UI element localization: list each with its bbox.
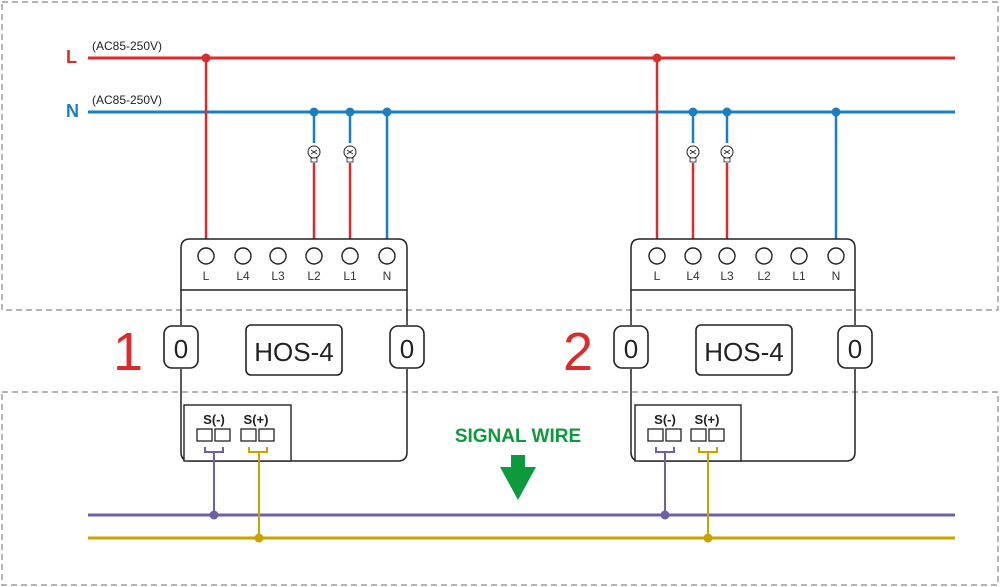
terminal-L2 (305, 247, 323, 265)
signal-pos-label: S(+) (244, 412, 269, 427)
junction-dot (382, 107, 392, 117)
junction-dot (831, 107, 841, 117)
junction-dot (254, 533, 264, 543)
module-housing (630, 238, 856, 291)
terminal-L4 (684, 247, 702, 265)
junction-dot (345, 107, 355, 117)
terminal-label: L (654, 269, 661, 283)
module-number: 2 (563, 322, 593, 382)
terminal-L3 (718, 247, 736, 265)
terminal-label: L (203, 269, 210, 283)
signal-terminal (196, 428, 213, 442)
knob-left (613, 325, 649, 369)
signal-neg-wire (204, 447, 224, 515)
junction-dot (688, 107, 698, 117)
housing-bottom (630, 451, 856, 462)
power-zone-border (1, 1, 999, 311)
neutral-line-label: N (66, 101, 79, 121)
junction-dot (660, 510, 670, 520)
terminal-L1 (341, 247, 359, 265)
signal-pos-wire (248, 447, 268, 538)
light-bulb-icon (307, 145, 321, 163)
terminal-L (648, 247, 666, 265)
model-label: HOS-4 (704, 337, 783, 367)
terminal-L3 (269, 247, 287, 265)
terminal-label: L4 (686, 269, 700, 283)
terminal-label: L3 (271, 269, 285, 283)
down-arrow-icon (500, 455, 536, 500)
neutral-voltage-label: (AC85-250V) (92, 93, 162, 107)
junction-dot (209, 510, 219, 520)
terminal-label: L2 (307, 269, 321, 283)
module-housing (180, 238, 408, 291)
signal-pos-label: S(+) (695, 412, 720, 427)
knob-left-label: 0 (624, 334, 638, 364)
signal-terminal (258, 428, 275, 442)
terminal-L2 (755, 247, 773, 265)
signal-zone-border (1, 391, 999, 586)
model-label: HOS-4 (254, 337, 333, 367)
signal-terminal (690, 428, 707, 442)
signal-terminal (708, 428, 725, 442)
terminal-label: L3 (720, 269, 734, 283)
terminal-label: L1 (792, 269, 806, 283)
terminal-L1 (790, 247, 808, 265)
junction-dot (652, 53, 662, 63)
terminal-N (378, 247, 396, 265)
terminal-label: L1 (343, 269, 357, 283)
knob-left (163, 325, 199, 369)
signal-wire-label: SIGNAL WIRE (455, 426, 581, 447)
signal-pos-wire (698, 447, 718, 538)
terminal-L (197, 247, 215, 265)
signal-terminal (240, 428, 257, 442)
knob-right-label: 0 (400, 334, 414, 364)
light-bulb-icon (720, 145, 734, 163)
knob-right (389, 325, 425, 369)
live-voltage-label: (AC85-250V) (92, 39, 162, 53)
module-1: L L4 L3 L2 L1 N 1 0 0 HOS-4 S(-) S(+) (113, 53, 425, 543)
signal-neg-wire (655, 447, 675, 515)
terminal-L4 (234, 247, 252, 265)
terminal-label: N (383, 269, 392, 283)
knob-left-label: 0 (174, 334, 188, 364)
module-number: 1 (113, 322, 143, 382)
knob-right (837, 325, 873, 369)
knob-right-label: 0 (848, 334, 862, 364)
signal-neg-label: S(-) (654, 412, 676, 427)
module-2: L L4 L3 L2 L1 N 2 0 0 HOS-4 S(-) S(+) (563, 53, 873, 543)
junction-dot (703, 533, 713, 543)
light-bulb-icon (686, 145, 700, 163)
signal-terminal (665, 428, 682, 442)
junction-dot (722, 107, 732, 117)
signal-terminal (647, 428, 664, 442)
terminal-N (827, 247, 845, 265)
terminal-label: N (832, 269, 841, 283)
light-bulb-icon (343, 145, 357, 163)
junction-dot (309, 107, 319, 117)
terminal-label: L4 (236, 269, 250, 283)
live-line-label: L (66, 47, 77, 67)
junction-dot (201, 53, 211, 63)
model-label-box (695, 324, 793, 376)
housing-bottom (180, 451, 408, 462)
terminal-label: L2 (757, 269, 771, 283)
model-label-box (245, 324, 343, 376)
signal-neg-label: S(-) (203, 412, 225, 427)
signal-terminal (214, 428, 231, 442)
